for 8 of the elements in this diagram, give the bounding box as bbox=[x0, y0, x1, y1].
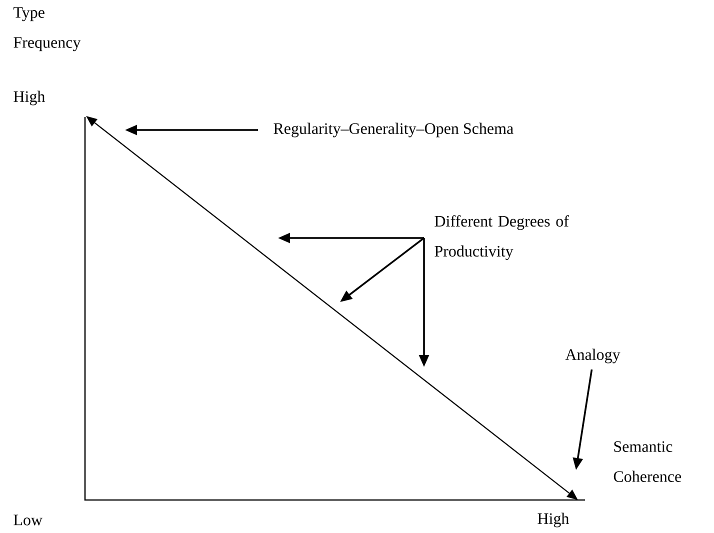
axis-value: High bbox=[14, 90, 45, 106]
annotation-text: Analogy bbox=[565, 348, 620, 364]
axis-title: Type Frequency bbox=[13, 7, 81, 52]
axis-value: High bbox=[538, 512, 569, 528]
annotation-text: Regularity–Generality–Open Schema bbox=[274, 122, 514, 138]
annotation-text: Different Degrees of Productivity bbox=[434, 215, 569, 260]
axis-title: Semantic Coherence bbox=[614, 441, 682, 482]
axis-value: Low bbox=[14, 514, 42, 526]
